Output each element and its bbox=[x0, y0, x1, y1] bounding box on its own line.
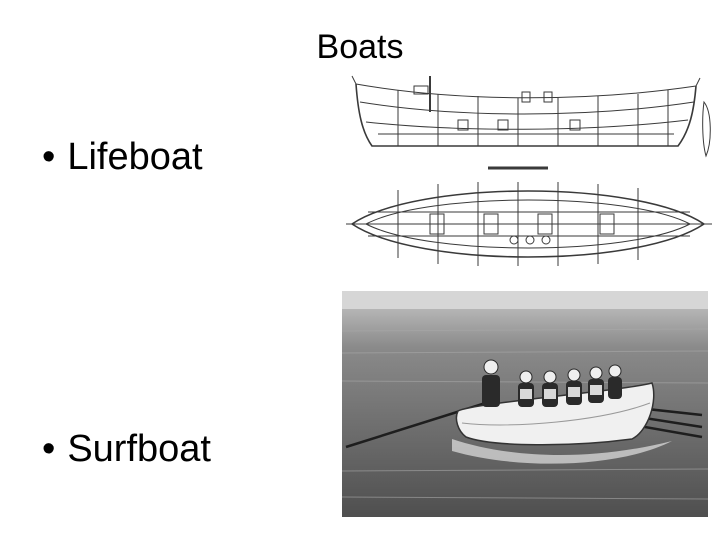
bullet-marker: • bbox=[42, 136, 56, 178]
surfboat-photo bbox=[342, 291, 708, 517]
lifeboat-plan-svg bbox=[346, 75, 712, 266]
bullet-marker: • bbox=[42, 428, 56, 470]
bullet-text-lifeboat: Lifeboat bbox=[67, 136, 203, 178]
bullet-lifeboat: • Lifeboat bbox=[42, 138, 203, 176]
surfboat-photo-svg bbox=[342, 291, 708, 517]
lifeboat-plan-drawing bbox=[338, 72, 720, 280]
bullet-text-surfboat: Surfboat bbox=[67, 428, 211, 470]
slide-title: Boats bbox=[316, 28, 404, 66]
bullet-surfboat: • Surfboat bbox=[42, 430, 211, 468]
